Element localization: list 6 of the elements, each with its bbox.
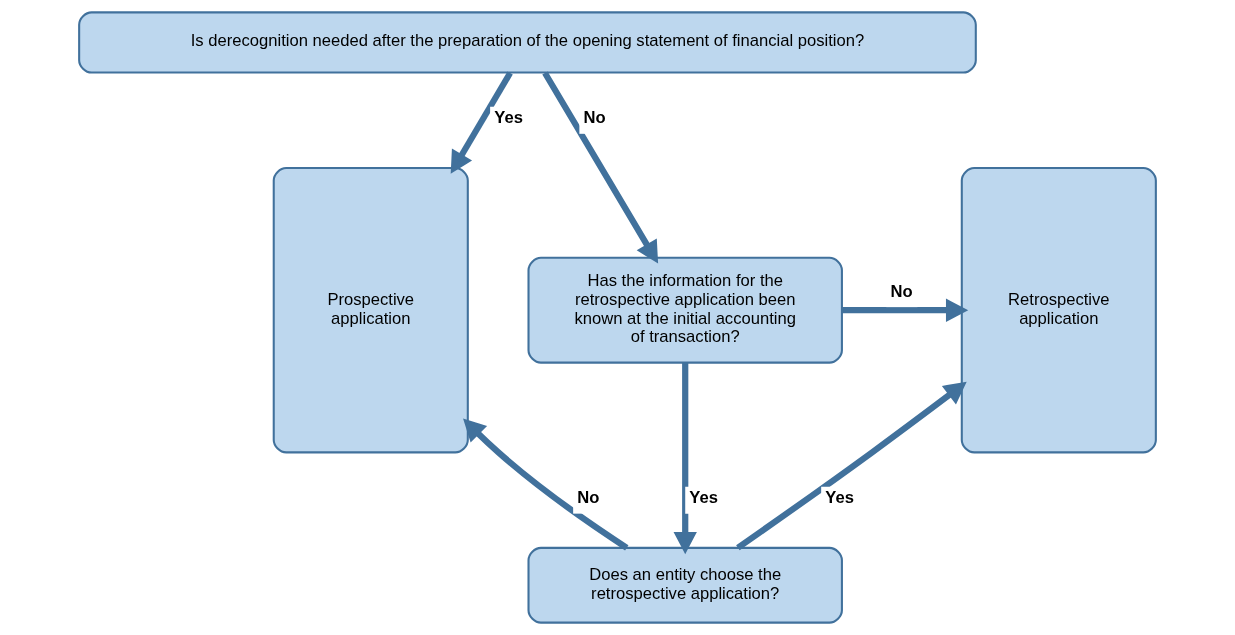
- edge-label: No: [583, 108, 606, 128]
- edge-label: Yes: [689, 488, 718, 508]
- edge-label: No: [890, 281, 913, 301]
- edge-label: Yes: [494, 108, 523, 128]
- edge-label: No: [577, 488, 600, 508]
- edge-label: Yes: [825, 488, 854, 508]
